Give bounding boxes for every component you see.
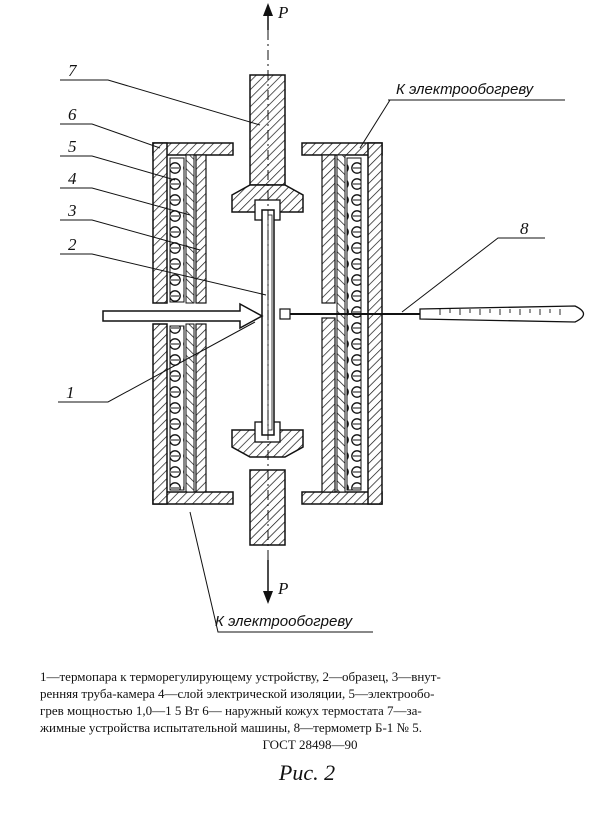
caption-line-5: ГОСТ 28498—90 — [262, 737, 358, 752]
label-3: 3 — [67, 201, 77, 220]
label-4: 4 — [68, 169, 77, 188]
heater-label-top: К электрообогреву — [396, 81, 535, 98]
caption-line-4: жимные устройства испытательной машины, … — [40, 720, 422, 735]
label-8: 8 — [520, 219, 529, 238]
thermometer — [279, 305, 585, 323]
thermocouple-arrow — [102, 302, 264, 330]
thermostat-diagram: P P 7 6 5 4 3 2 — [58, 3, 585, 633]
figure-title: Рис. 2 — [278, 760, 336, 785]
insulation-and-inner-tube — [185, 154, 346, 493]
figure-caption: 1—термопара к терморегулирующему устройс… — [40, 668, 580, 753]
load-label-bottom: P — [277, 579, 288, 598]
load-arrow-bottom — [263, 560, 273, 604]
caption-line-3: грев мощностью 1,0—1 5 Вт 6— наружный ко… — [40, 703, 422, 718]
label-6: 6 — [68, 105, 77, 124]
heater-coils — [169, 157, 362, 491]
caption-line-2: ренняя труба-камера 4—слой электрической… — [40, 686, 435, 701]
label-2: 2 — [68, 235, 77, 254]
heater-label-bottom: К электрообогреву — [215, 613, 354, 630]
label-1: 1 — [66, 383, 75, 402]
leader-lines — [58, 79, 565, 633]
outer-housing — [152, 142, 383, 505]
label-7: 7 — [68, 61, 78, 80]
specimen — [261, 209, 275, 436]
load-arrow-top — [263, 3, 273, 30]
load-label-top: P — [277, 3, 288, 22]
caption-line-1: 1—термопара к терморегулирующему устройс… — [40, 669, 441, 684]
label-5: 5 — [68, 137, 77, 156]
